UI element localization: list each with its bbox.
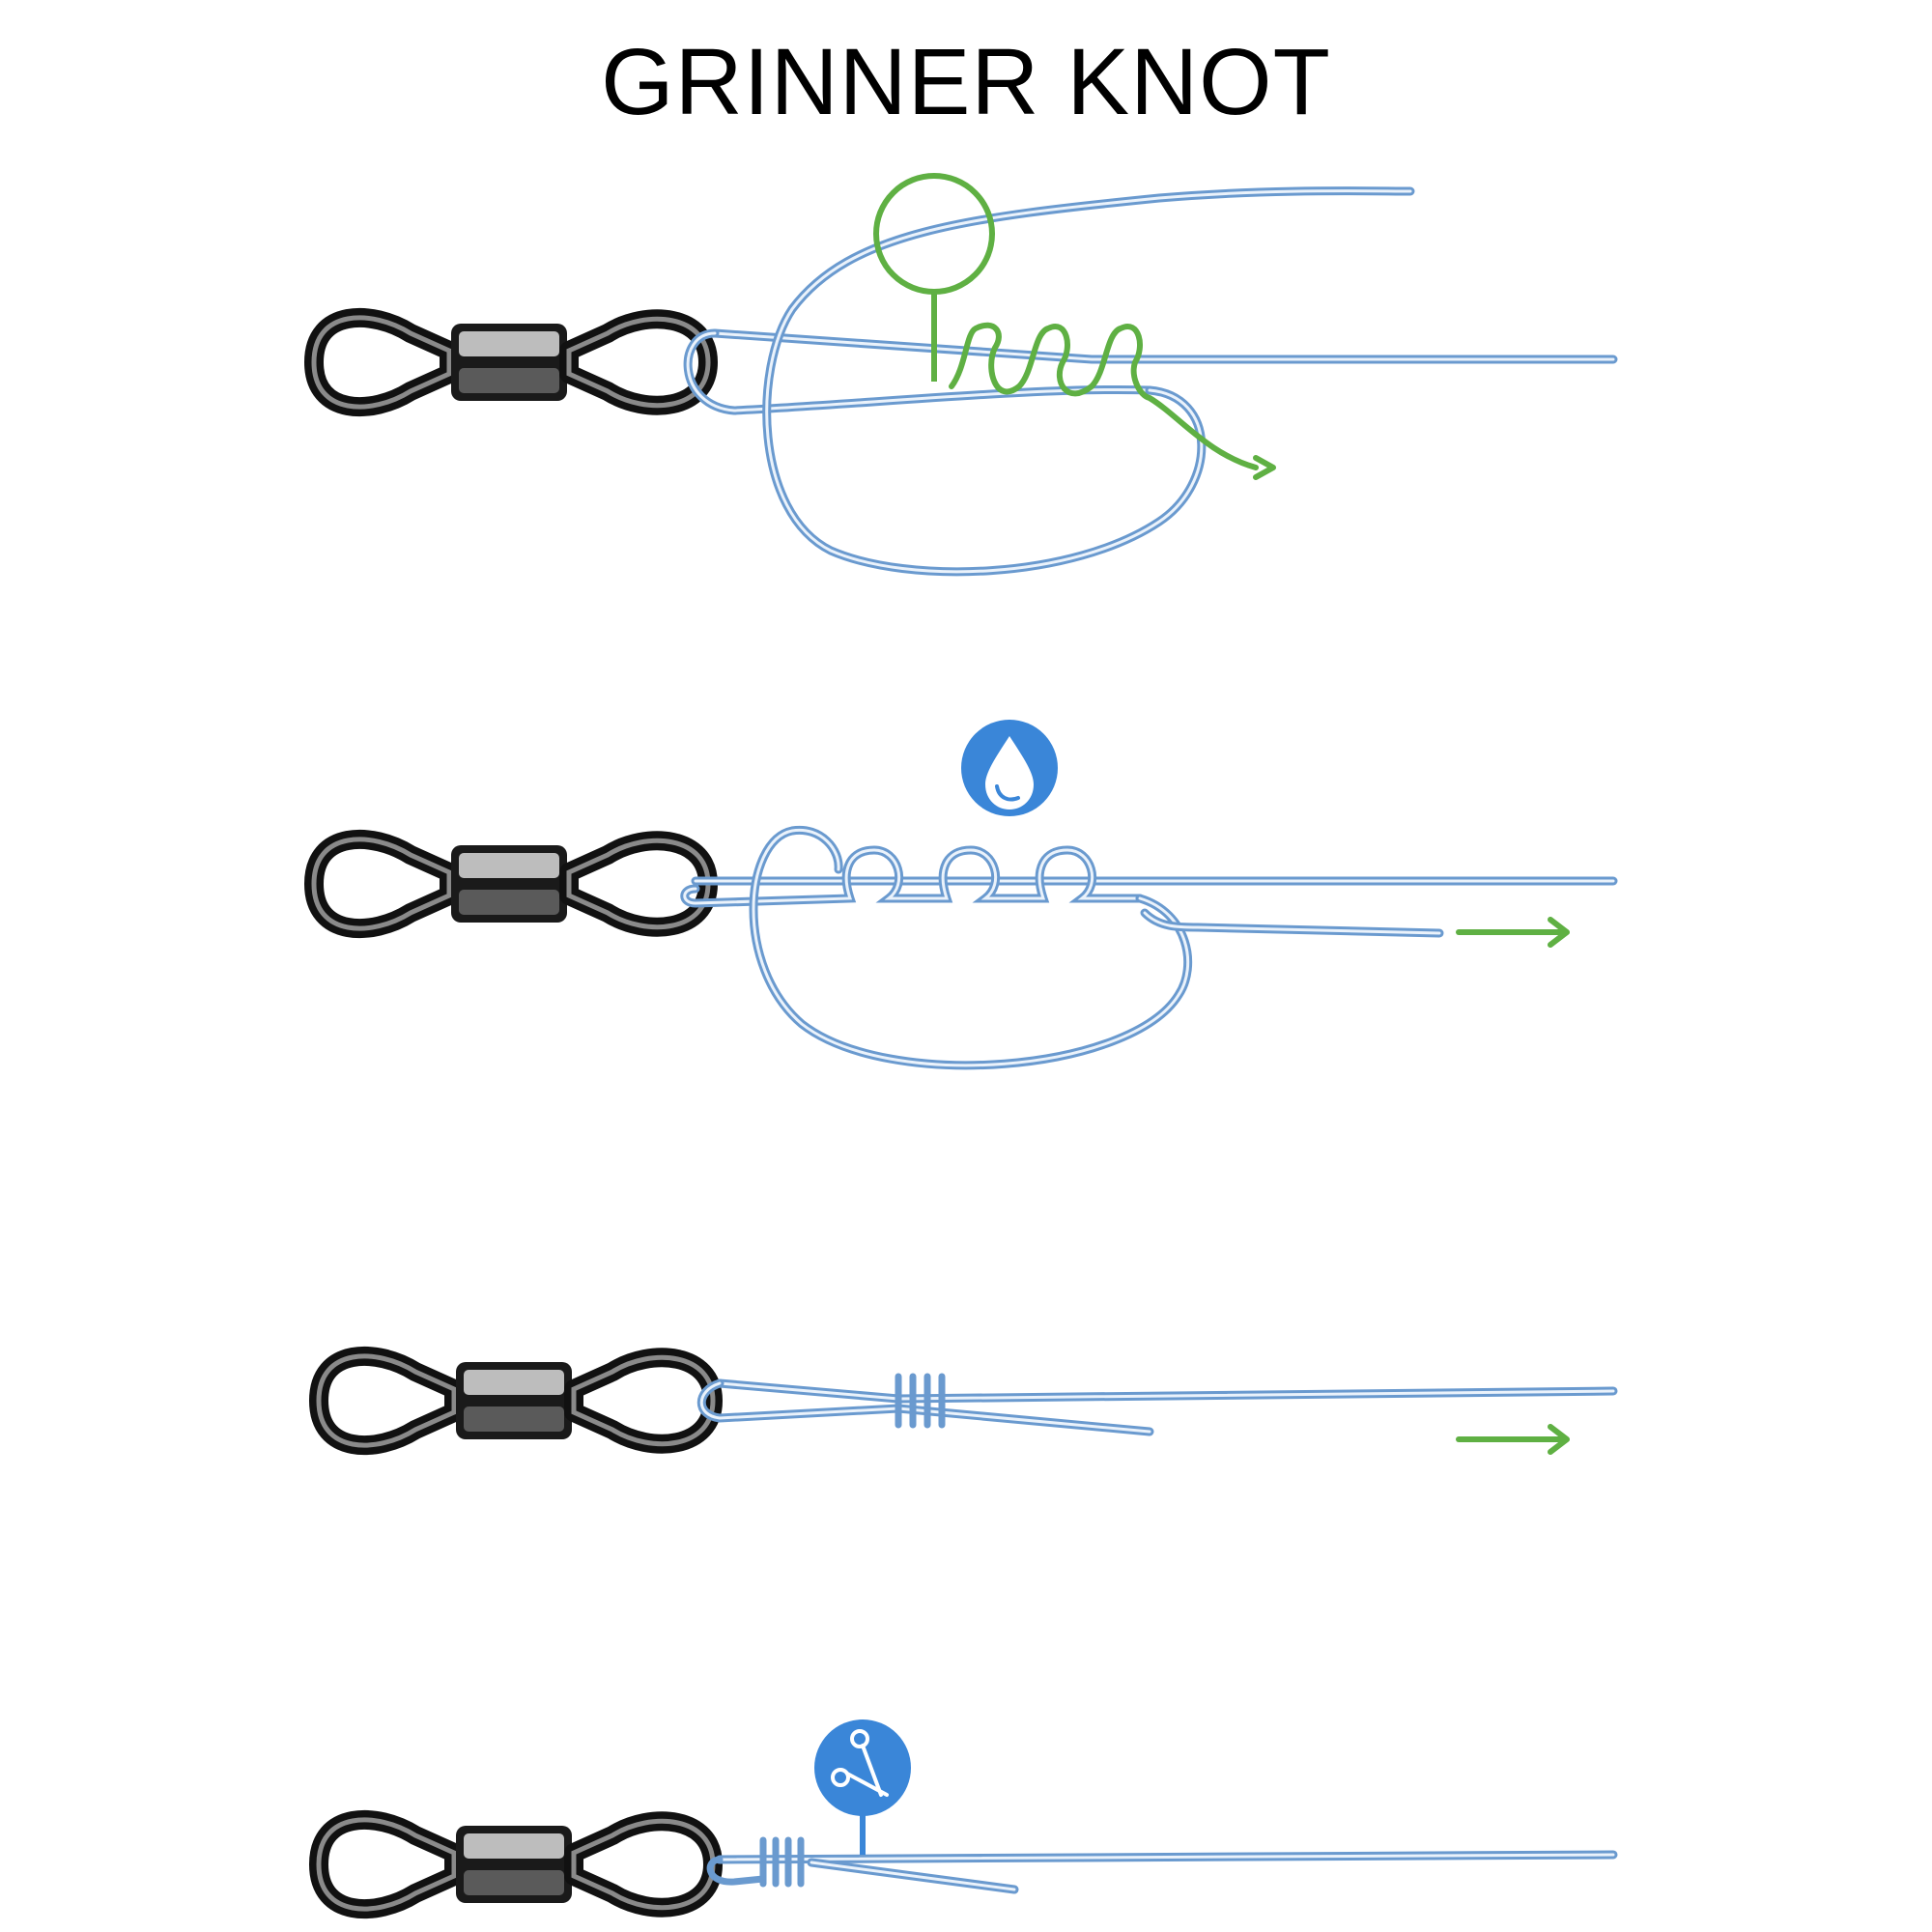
green-curved-arrow <box>1253 455 1276 480</box>
green-pointer-circle <box>873 173 995 382</box>
step-1 <box>314 173 1618 577</box>
green-right-arrow <box>1456 917 1570 948</box>
fishing-line-3 <box>696 1378 1618 1436</box>
step-3 <box>319 1356 1618 1455</box>
knot-coils-3 <box>895 1373 946 1429</box>
swivel-3 <box>319 1356 713 1445</box>
green-right-arrow <box>1456 1424 1570 1455</box>
swivel-2 <box>314 839 708 928</box>
fishing-line-4 <box>715 1850 1618 1894</box>
step-4 <box>319 1719 1618 1909</box>
step-2 <box>314 720 1618 1070</box>
swivel-4 <box>319 1820 713 1909</box>
swivel-1 <box>314 318 708 407</box>
fishing-line-2 <box>680 825 1618 1070</box>
knot-coils-4 <box>706 1836 805 1888</box>
green-wraps <box>949 322 1259 470</box>
page-title: GRINNER KNOT <box>601 29 1331 134</box>
water-drop-icon <box>961 720 1058 816</box>
fishing-line-1 <box>683 186 1618 577</box>
scissors-icon <box>814 1719 911 1855</box>
